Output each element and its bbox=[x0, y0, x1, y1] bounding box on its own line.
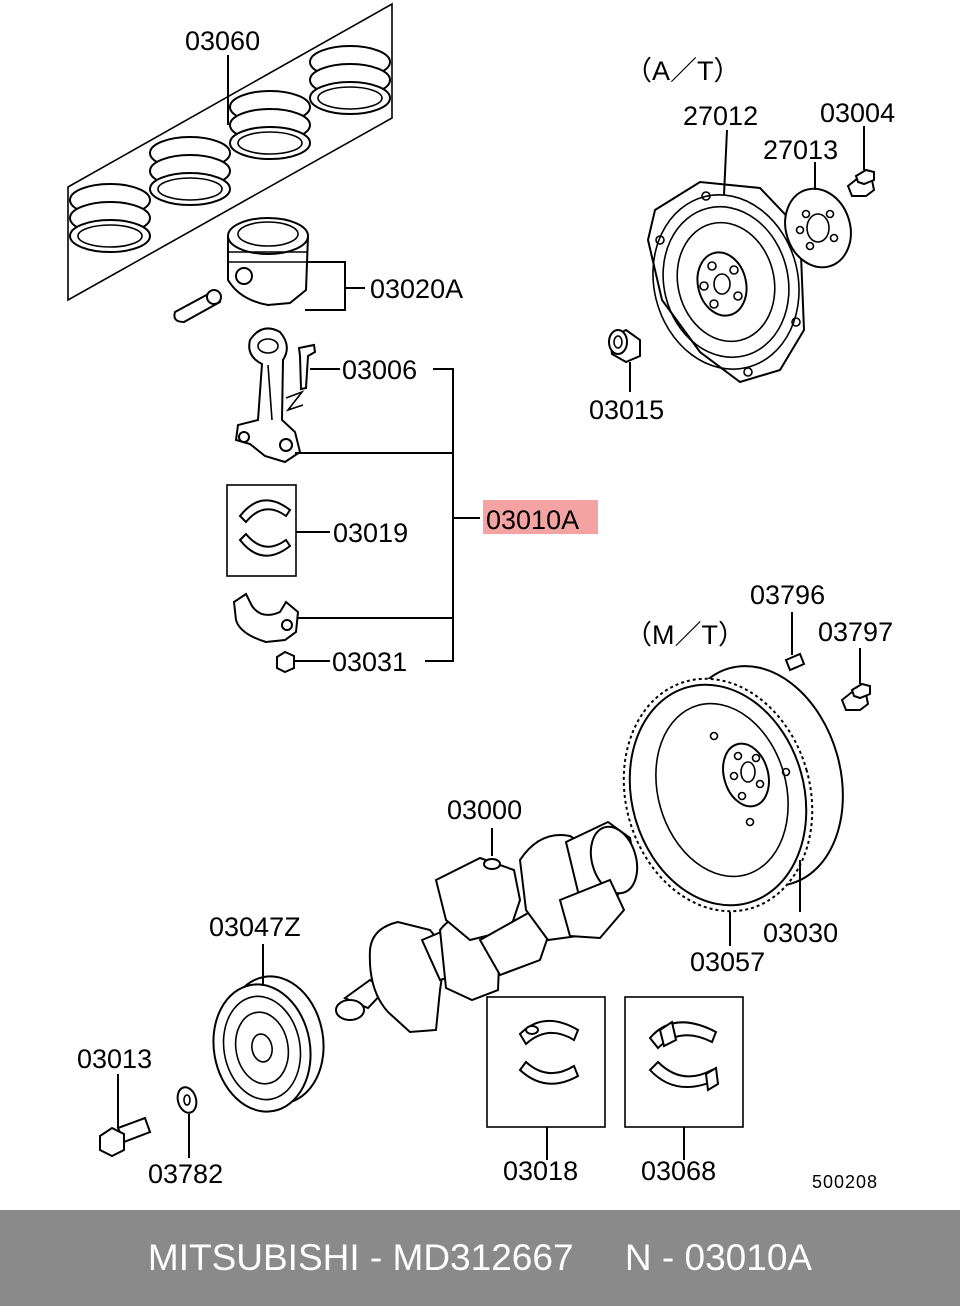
connecting-rod bbox=[234, 327, 317, 464]
label-03010A: 03010A bbox=[486, 505, 579, 535]
drive-plate bbox=[646, 129, 806, 384]
label-03015: 03015 bbox=[589, 395, 664, 425]
label-03006: 03006 bbox=[342, 355, 417, 385]
label-03018: 03018 bbox=[503, 1156, 578, 1186]
parts-diagram: 03060 03020A 03006 03010A 03019 bbox=[67, 2, 895, 1192]
rod-bearing-box bbox=[226, 484, 330, 577]
label-03060: 03060 bbox=[185, 26, 260, 56]
label-03000: 03000 bbox=[447, 795, 522, 825]
connecting-rod-cap bbox=[232, 592, 453, 644]
label-03013: 03013 bbox=[77, 1044, 152, 1074]
label-03020A: 03020A bbox=[370, 274, 463, 304]
flywheel-bolt bbox=[840, 648, 871, 711]
label-03031: 03031 bbox=[332, 647, 407, 677]
label-03068: 03068 bbox=[641, 1156, 716, 1186]
footer-bar: MITSUBISHI - MD312667 N - 03010A bbox=[0, 1210, 960, 1306]
reference-number: 500208 bbox=[812, 1172, 878, 1192]
main-bearing-box-b bbox=[624, 996, 744, 1160]
label-03004: 03004 bbox=[820, 98, 895, 128]
label-03796: 03796 bbox=[750, 580, 825, 610]
footer-part-text: MITSUBISHI - MD312667 N - 03010A bbox=[147, 1237, 813, 1278]
highlight-03010A bbox=[483, 500, 598, 534]
label-27013: 27013 bbox=[763, 135, 838, 165]
label-03782: 03782 bbox=[148, 1159, 223, 1189]
flex-plate-bolt bbox=[846, 126, 876, 197]
crank-pulley bbox=[212, 944, 325, 1113]
label-03019: 03019 bbox=[333, 518, 408, 548]
pilot-bushing bbox=[608, 328, 641, 392]
main-bearing-box-a bbox=[486, 996, 606, 1160]
label-03030: 03030 bbox=[763, 918, 838, 948]
piston-ring-set bbox=[67, 2, 393, 302]
dowel-pin bbox=[784, 612, 806, 672]
label-mt: （M／T） bbox=[625, 620, 745, 650]
pulley-washer bbox=[176, 1086, 198, 1158]
label-03797: 03797 bbox=[818, 617, 893, 647]
crankshaft bbox=[335, 820, 639, 1034]
label-03057: 03057 bbox=[690, 947, 765, 977]
adapter-plate bbox=[784, 162, 852, 269]
piston bbox=[173, 217, 365, 324]
label-27012: 27012 bbox=[683, 101, 758, 131]
label-03047Z: 03047Z bbox=[209, 912, 301, 942]
label-at: （A／T） bbox=[625, 56, 741, 86]
rod-nut bbox=[276, 650, 330, 674]
pulley-bolt bbox=[99, 1074, 152, 1158]
flywheel bbox=[622, 665, 844, 946]
